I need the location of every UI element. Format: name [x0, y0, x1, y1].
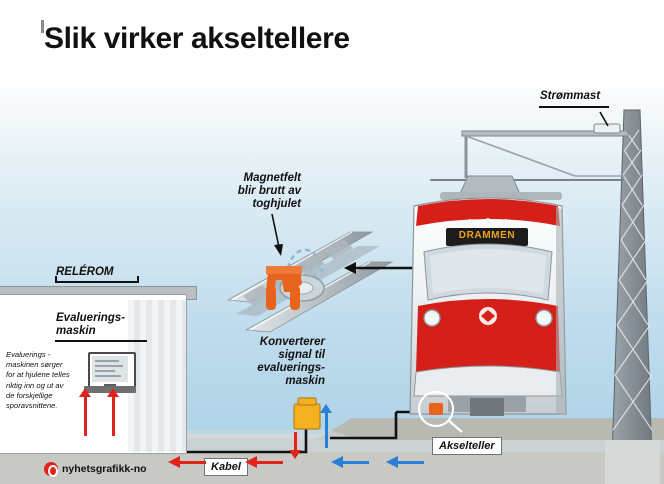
power-mast-label-underline	[539, 106, 609, 108]
magnetic-field-label-line3: toghjulet	[252, 198, 301, 210]
relay-room-label-underline	[55, 276, 139, 283]
screen-line-3	[95, 370, 115, 372]
title-band	[0, 0, 664, 76]
source-credit: nyhetsgrafikk-no	[62, 463, 147, 475]
relay-room-hatching	[128, 300, 186, 452]
converter-down-arrow-head	[289, 450, 301, 459]
cable-arrow-left-3-head	[331, 456, 343, 468]
converter-up-arrow-shaft	[325, 412, 328, 448]
title-tick-mark	[41, 20, 44, 33]
converter-box	[293, 397, 321, 430]
cable-arrow-left-4-shaft	[398, 461, 424, 464]
magnetic-field-label-line1: Magnetfelt	[243, 172, 302, 184]
signal-arrow-head	[344, 262, 356, 274]
axle-counter-label: Akselteller	[432, 437, 502, 455]
cable-arrow-left-2-head	[245, 456, 257, 468]
cable-arrow-left-1-shaft	[180, 461, 206, 464]
converter-label-line2: signal til	[278, 349, 325, 361]
evaluation-machine-label-underline	[55, 340, 147, 342]
screen-line-2	[95, 365, 123, 367]
cable-arrow-left-3-shaft	[343, 461, 369, 464]
relay-arrow-1-shaft	[112, 394, 115, 436]
play-circle-icon	[44, 462, 58, 477]
power-mast	[430, 109, 660, 484]
magnetic-field-label: Magnetfelt blir brutt av toghjulet	[209, 172, 301, 211]
cable-label: Kabel	[204, 458, 248, 476]
power-mast-label: Strømmast	[540, 90, 601, 102]
relay-arrow-2-shaft	[84, 394, 87, 436]
relay-arrow-2-head	[79, 388, 91, 397]
evaluation-machine-label-line1: Evaluerings-	[56, 312, 126, 324]
converter-up-arrow-head	[320, 404, 332, 413]
train	[409, 175, 567, 416]
evaluation-machine-description: Evaluerings - maskinen sørger for at hju…	[6, 350, 70, 411]
magnetic-field-label-line2: blir brutt av	[237, 185, 301, 197]
relay-arrow-1-head	[107, 388, 119, 397]
screen-line-1	[95, 360, 119, 362]
evaluation-machine-label-line2: maskin	[56, 325, 96, 337]
converter-label-line1: Konverterer	[259, 336, 325, 348]
screen-line-4	[95, 375, 121, 377]
train-destination-sign: DRAMMEN	[458, 230, 516, 241]
converter-down-arrow-shaft	[294, 432, 297, 452]
embankment	[316, 418, 664, 440]
cable-arrow-left-2-shaft	[257, 461, 283, 464]
axle-counter-sensor-on-rail	[266, 266, 302, 310]
axle-counter-device	[417, 390, 463, 433]
cable-arrow-left-1-head	[168, 456, 180, 468]
converter-label-line4: maskin	[285, 375, 325, 387]
cable-arrow-left-4-head	[386, 456, 398, 468]
evaluation-machine-label: Evaluerings- maskin	[56, 312, 125, 338]
relay-room-label: RELÉROM	[56, 266, 114, 278]
converter-label: Konverterer signal til evaluerings- mask…	[229, 336, 325, 388]
page-title: Slik virker akseltellere	[44, 22, 350, 55]
converter-label-line3: evaluerings-	[257, 362, 325, 374]
